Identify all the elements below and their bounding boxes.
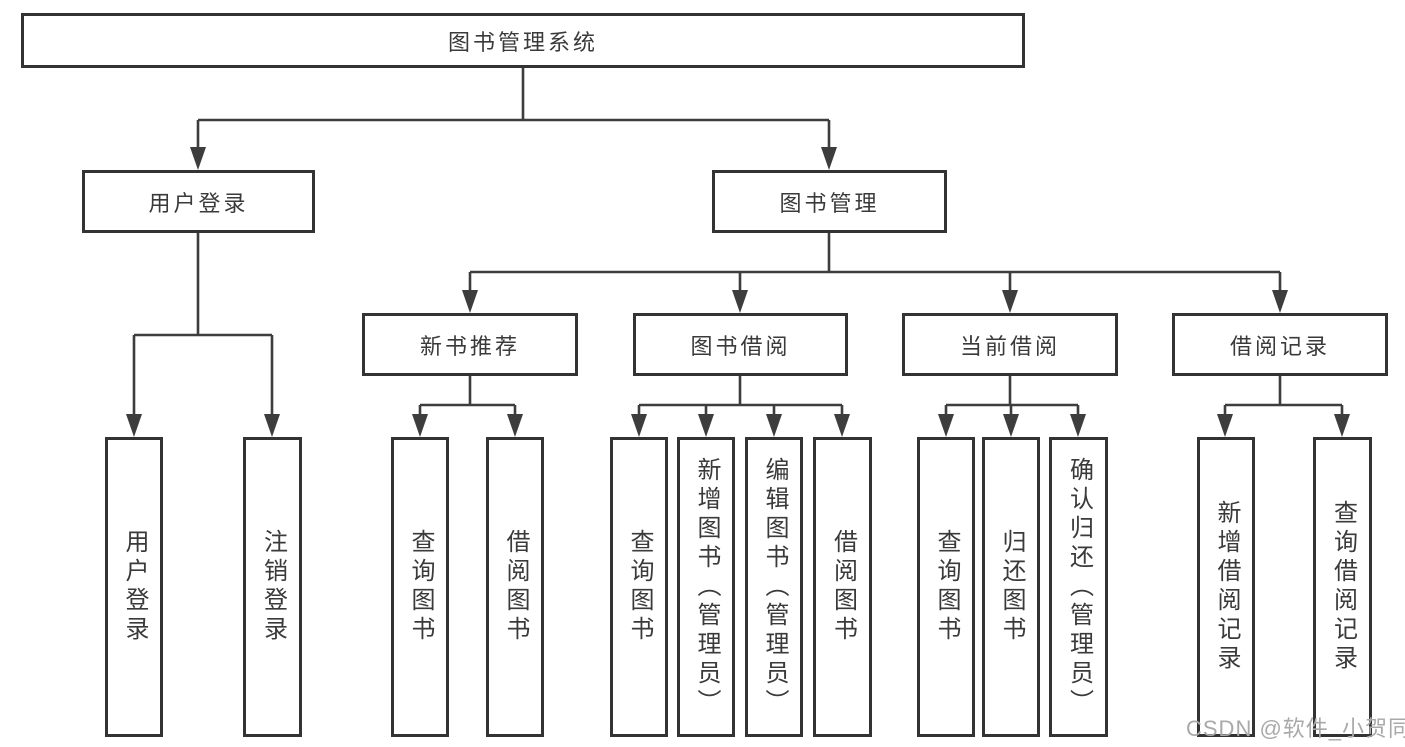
leaf-user-login: 用户登录 xyxy=(105,437,163,737)
leaf-add-borrow-record: 新增借阅记录 xyxy=(1197,437,1255,737)
csdn-watermark: CSDN @软件_小贺同学 xyxy=(1186,716,1405,741)
leaf-add-books-admin: 新增图书（管理员） xyxy=(677,437,735,737)
node-user-login: 用户登录 xyxy=(82,170,315,233)
leaf-query-books-recommend: 查询图书 xyxy=(391,437,449,737)
node-book-borrowing: 图书借阅 xyxy=(633,313,848,376)
leaf-query-borrow-record: 查询借阅记录 xyxy=(1313,437,1372,737)
leaf-borrow-books-recommend: 借阅图书 xyxy=(486,437,544,737)
connector-new-book-branch xyxy=(418,376,517,418)
connector-book-borrowing-branch xyxy=(637,376,844,418)
leaf-borrow-books: 借阅图书 xyxy=(813,437,872,737)
connector-book-management-branch xyxy=(468,233,1282,293)
connector-user-login-branch xyxy=(132,233,274,418)
node-root-system: 图书管理系统 xyxy=(21,13,1025,68)
node-current-borrowing: 当前借阅 xyxy=(902,313,1118,376)
connector-borrowing-records-branch xyxy=(1223,376,1344,418)
node-borrowing-records: 借阅记录 xyxy=(1172,313,1388,376)
leaf-query-books-borrowing: 查询图书 xyxy=(610,437,668,737)
leaf-return-books: 归还图书 xyxy=(982,437,1040,737)
leaf-edit-books-admin: 编辑图书（管理员） xyxy=(745,437,803,737)
leaf-logout: 注销登录 xyxy=(243,437,302,737)
node-book-management: 图书管理 xyxy=(712,170,947,233)
connector-current-borrowing-branch xyxy=(944,376,1080,418)
node-new-book-recommend: 新书推荐 xyxy=(362,313,578,376)
leaf-confirm-return-admin: 确认归还（管理员） xyxy=(1049,437,1108,737)
connector-root-to-level2 xyxy=(196,68,831,150)
leaf-query-books-current: 查询图书 xyxy=(917,437,975,737)
